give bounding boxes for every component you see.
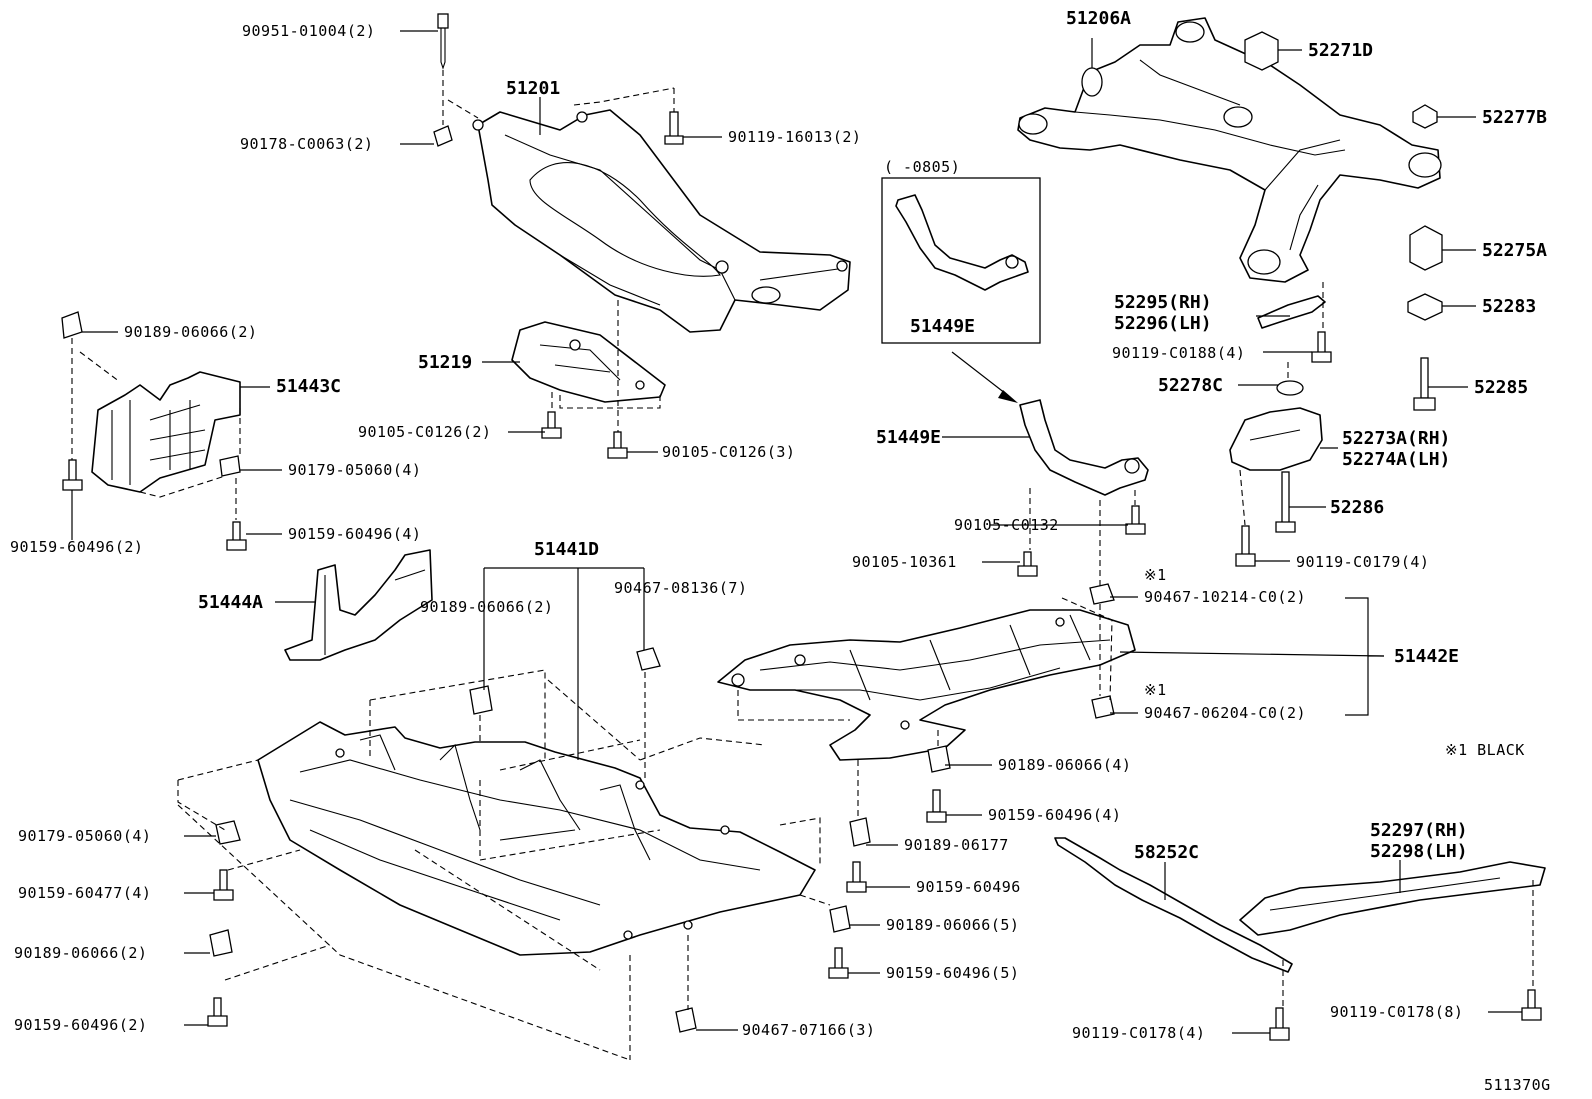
label-90105-c0132: 90105-C0132 — [954, 516, 1059, 534]
label-51442e: 51442E — [1394, 646, 1459, 667]
note-mark-1: ※1 — [1144, 566, 1167, 584]
label-90159-60496-5: 90159-60496(5) — [886, 964, 1019, 982]
bracket-51441d — [483, 567, 645, 760]
label-52274a: 52274A(LH) — [1342, 449, 1450, 470]
label-90119-c0188: 90119-C0188(4) — [1112, 344, 1245, 362]
floor-under-cover-51442e — [717, 609, 1136, 761]
label-52275a: 52275A — [1482, 240, 1547, 261]
leader-lines — [71, 30, 1522, 1034]
arrow — [951, 351, 1018, 403]
label-90159-60496-4b: 90159-60496(4) — [988, 806, 1121, 824]
label-90119-c0178-8: 90119-C0178(8) — [1330, 1003, 1463, 1021]
label-51206a: 51206A — [1066, 8, 1131, 29]
label-90105-c0126-3: 90105-C0126(3) — [662, 443, 795, 461]
label-52285: 52285 — [1474, 377, 1528, 398]
label-52296: 52296(LH) — [1114, 313, 1212, 334]
engine-under-cover-51441d — [257, 721, 816, 956]
fasteners — [61, 13, 1542, 1041]
label-90189-06177: 90189-06177 — [904, 836, 1009, 854]
label-90189-06066-2a: 90189-06066(2) — [124, 323, 257, 341]
label-51443c: 51443C — [276, 376, 341, 397]
label-52297: 52297(RH) — [1370, 820, 1468, 841]
label-90467-10214: 90467-10214-C0(2) — [1144, 588, 1306, 606]
label-51441d: 51441D — [534, 539, 599, 560]
plate-51219 — [511, 321, 666, 403]
side-cover-51444a — [284, 549, 433, 661]
front-suspension-member — [472, 109, 851, 333]
label-90119-c0179: 90119-C0179(4) — [1296, 553, 1429, 571]
rear-suspension-member-51206a — [1017, 17, 1442, 283]
label-58252c: 58252C — [1134, 842, 1199, 863]
rear-bushing-parts — [1229, 31, 1443, 471]
label-51219: 51219 — [418, 352, 472, 373]
note-mark-2: ※1 — [1144, 681, 1167, 699]
note-black: ※1 BLACK — [1445, 741, 1525, 759]
label-90189-06066-4: 90189-06066(4) — [998, 756, 1131, 774]
reference-code: 511370G — [1484, 1076, 1551, 1094]
rear-brace-52297 — [1239, 861, 1546, 936]
label-52298: 52298(LH) — [1370, 841, 1468, 862]
label-90105-10361: 90105-10361 — [852, 553, 957, 571]
label-52273a: 52273A(RH) — [1342, 428, 1450, 449]
label-90189-06066-2b: 90189-06066(2) — [420, 598, 553, 616]
label-51449e-box: 51449E — [910, 316, 975, 337]
brace-51449e — [1019, 399, 1149, 496]
label-range: ( -0805) — [884, 158, 960, 176]
label-52277b: 52277B — [1482, 107, 1547, 128]
label-52295: 52295(RH) — [1114, 292, 1212, 313]
brace-51449e-boxed — [895, 194, 1029, 291]
label-90159-60496-2a: 90159-60496(2) — [10, 538, 143, 556]
label-51449e: 51449E — [876, 427, 941, 448]
label-90178-c0063: 90178-C0063(2) — [240, 135, 373, 153]
label-90467-08136: 90467-08136(7) — [614, 579, 747, 597]
label-90159-60496-4a: 90159-60496(4) — [288, 525, 421, 543]
label-90951-01004: 90951-01004(2) — [242, 22, 375, 40]
label-90179-05060-4b: 90179-05060(4) — [18, 827, 151, 845]
label-90159-60477: 90159-60477(4) — [18, 884, 151, 902]
label-90189-06066-5: 90189-06066(5) — [886, 916, 1019, 934]
label-52283: 52283 — [1482, 296, 1536, 317]
label-90119-16013: 90119-16013(2) — [728, 128, 861, 146]
labels: 90951-01004(2) 90178-C0063(2) 51201 9011… — [10, 8, 1551, 1094]
label-52271d: 52271D — [1308, 40, 1373, 61]
label-90159-60496: 90159-60496 — [916, 878, 1021, 896]
label-51201: 51201 — [506, 78, 560, 99]
brace-58252c — [1054, 837, 1293, 973]
label-52278c: 52278C — [1158, 375, 1223, 396]
label-90105-c0126-2: 90105-C0126(2) — [358, 423, 491, 441]
label-90467-07166: 90467-07166(3) — [742, 1021, 875, 1039]
dashed-lines — [71, 70, 1534, 1061]
label-52286: 52286 — [1330, 497, 1384, 518]
label-90189-06066-2c: 90189-06066(2) — [14, 944, 147, 962]
label-90159-60496-2b: 90159-60496(2) — [14, 1016, 147, 1034]
range-box — [881, 177, 1041, 344]
label-90119-c0178-4: 90119-C0178(4) — [1072, 1024, 1205, 1042]
label-51444a: 51444A — [198, 592, 263, 613]
label-90179-05060-4a: 90179-05060(4) — [288, 461, 421, 479]
side-cover-51443c — [91, 371, 241, 493]
label-90467-06204: 90467-06204-C0(2) — [1144, 704, 1306, 722]
